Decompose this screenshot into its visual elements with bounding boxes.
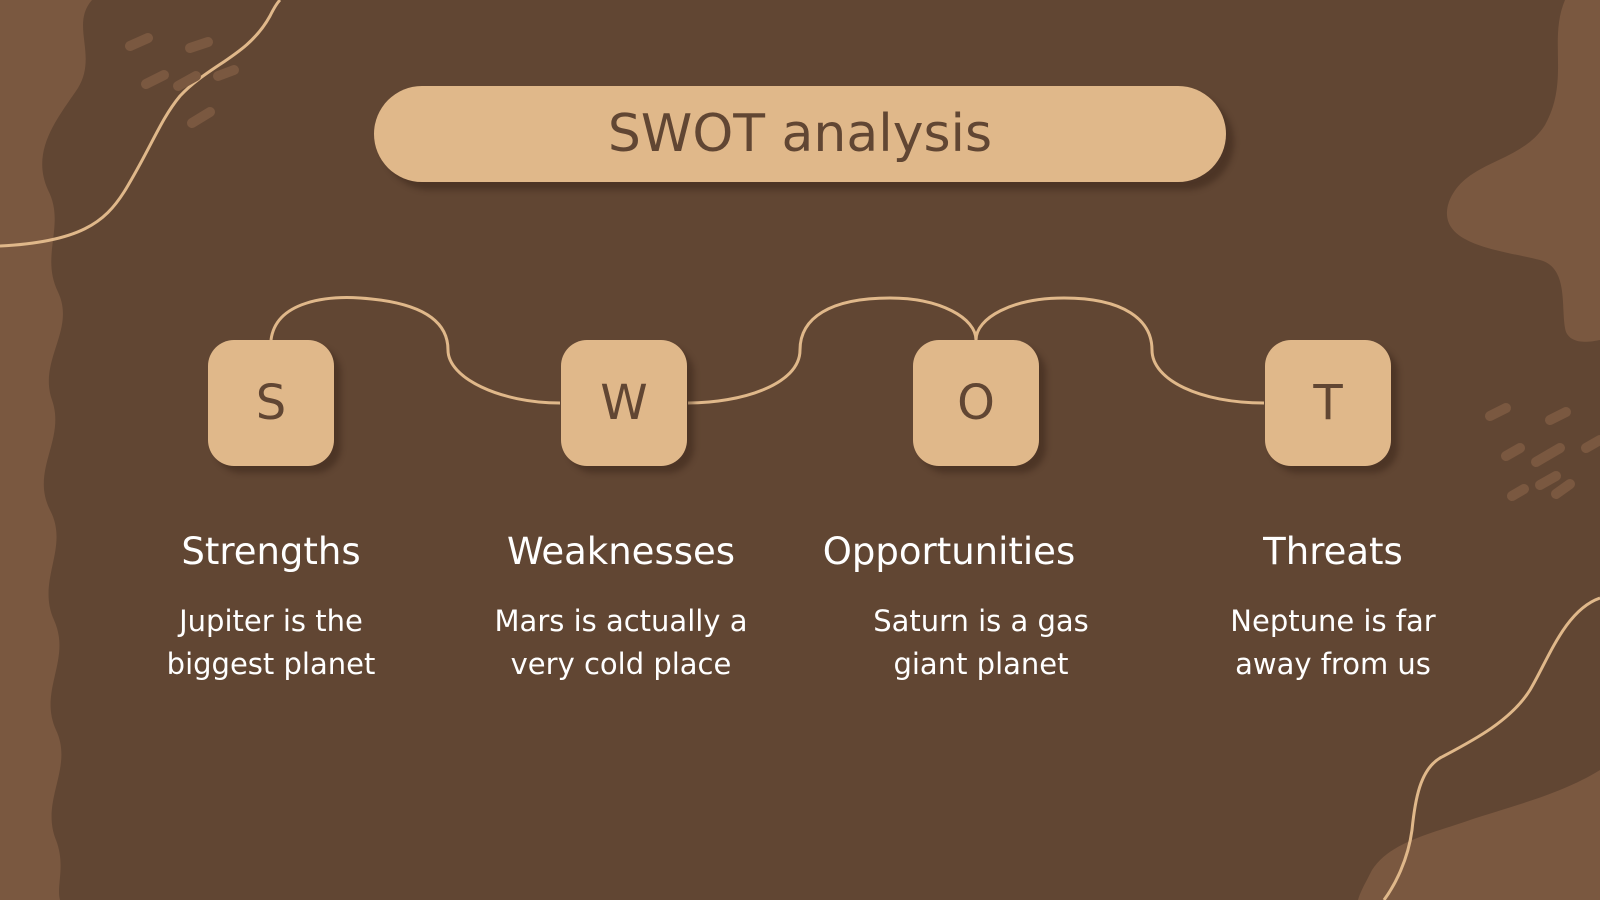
heading-threats: Threats (1263, 530, 1403, 573)
connector-w-o (687, 296, 978, 405)
connector-lines (269, 296, 1265, 405)
description-line: Neptune is far (1230, 604, 1436, 638)
heading-strengths: Strengths (181, 530, 361, 573)
description-line: giant planet (893, 647, 1069, 681)
left-wavy-blob (0, 0, 92, 900)
slide-title: SWOT analysis (607, 104, 993, 164)
description-weaknesses: Mars is actually a very cold place (461, 600, 781, 686)
description-line: away from us (1235, 647, 1431, 681)
bottom-right-curve-line (1382, 596, 1600, 900)
description-line: Saturn is a gas (873, 604, 1089, 638)
top-left-dash-pattern (125, 33, 239, 128)
bottom-right-blob (1358, 770, 1600, 900)
top-right-blob (1446, 0, 1600, 342)
title-pill: SWOT analysis (374, 86, 1226, 182)
description-strengths: Jupiter is the biggest planet (111, 600, 431, 686)
description-threats: Neptune is far away from us (1173, 600, 1493, 686)
description-line: Jupiter is the (179, 604, 363, 638)
right-dash-pattern (1485, 403, 1600, 501)
connector-o-t (974, 296, 1265, 405)
heading-weaknesses: Weaknesses (506, 530, 736, 573)
swot-letter-s: S (208, 340, 334, 466)
swot-letter-w: W (561, 340, 687, 466)
top-left-curve-line (0, 0, 282, 248)
description-line: very cold place (510, 647, 732, 681)
description-line: Mars is actually a (494, 604, 748, 638)
description-line: biggest planet (166, 647, 376, 681)
swot-letter-o: O (913, 340, 1039, 466)
description-opportunities: Saturn is a gas giant planet (821, 600, 1141, 686)
connector-s-w (269, 296, 561, 405)
swot-letter-t: T (1265, 340, 1391, 466)
heading-opportunities: Opportunities (822, 530, 1076, 573)
